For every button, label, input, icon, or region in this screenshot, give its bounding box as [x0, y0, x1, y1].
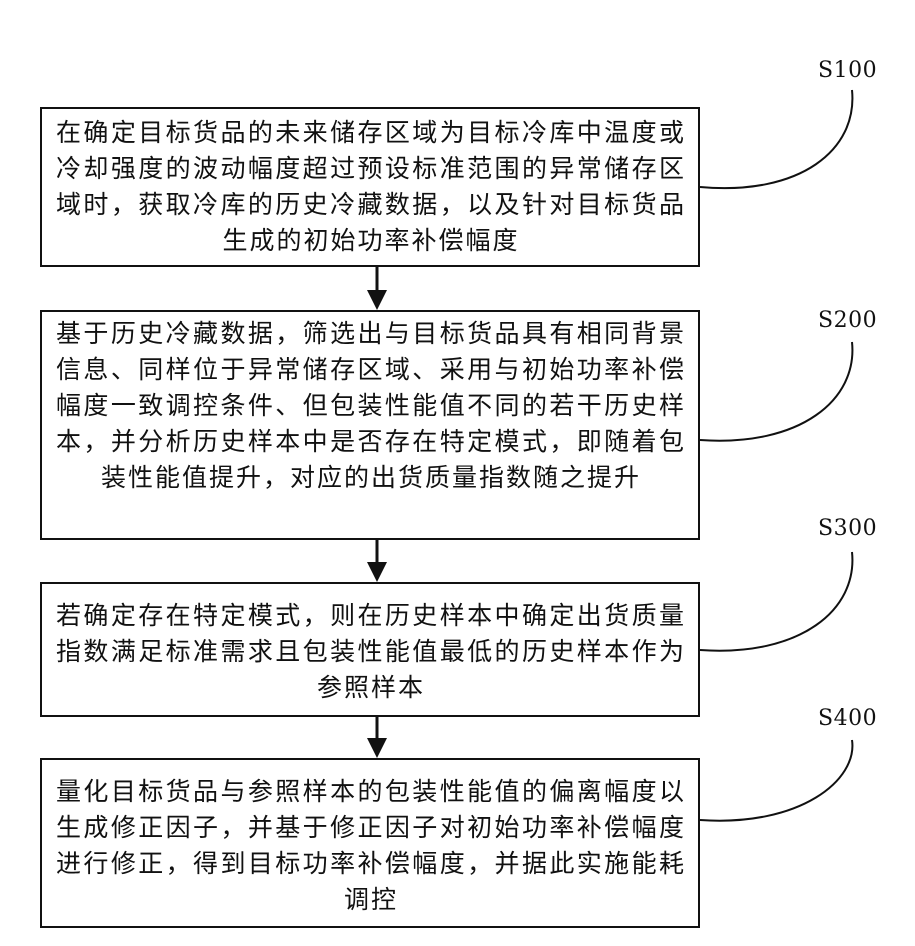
- step-text-s300: 若确定存在特定模式，则在历史样本中确定出货质量指数满足标准需求且包装性能值最低的…: [56, 598, 686, 706]
- step-box-s300: 若确定存在特定模式，则在历史样本中确定出货质量指数满足标准需求且包装性能值最低的…: [40, 582, 700, 717]
- leader-curve-s200: [700, 342, 852, 441]
- step-box-s100: 在确定目标货品的未来储存区域为目标冷库中温度或冷却强度的波动幅度超过预设标准范围…: [40, 107, 700, 267]
- step-text-s100: 在确定目标货品的未来储存区域为目标冷库中温度或冷却强度的波动幅度超过预设标准范围…: [56, 115, 686, 259]
- step-label-s200: S200: [818, 308, 877, 333]
- step-text-s400: 量化目标货品与参照样本的包装性能值的偏离幅度以生成修正因子，并基于修正因子对初始…: [56, 774, 686, 918]
- step-label-s100: S100: [818, 58, 877, 83]
- flow-arrow-1: [367, 267, 387, 310]
- flow-arrow-2: [367, 540, 387, 582]
- flow-arrow-3: [367, 717, 387, 758]
- step-label-s300: S300: [818, 516, 877, 541]
- step-text-s200: 基于历史冷藏数据，筛选出与目标货品具有相同背景信息、同样位于异常储存区域、采用与…: [56, 316, 686, 496]
- step-label-s400: S400: [818, 706, 877, 731]
- leader-curve-s400: [700, 740, 852, 821]
- step-box-s200: 基于历史冷藏数据，筛选出与目标货品具有相同背景信息、同样位于异常储存区域、采用与…: [40, 310, 700, 540]
- leader-curve-s300: [700, 552, 852, 651]
- step-box-s400: 量化目标货品与参照样本的包装性能值的偏离幅度以生成修正因子，并基于修正因子对初始…: [40, 758, 700, 928]
- leader-curve-s100: [700, 90, 852, 188]
